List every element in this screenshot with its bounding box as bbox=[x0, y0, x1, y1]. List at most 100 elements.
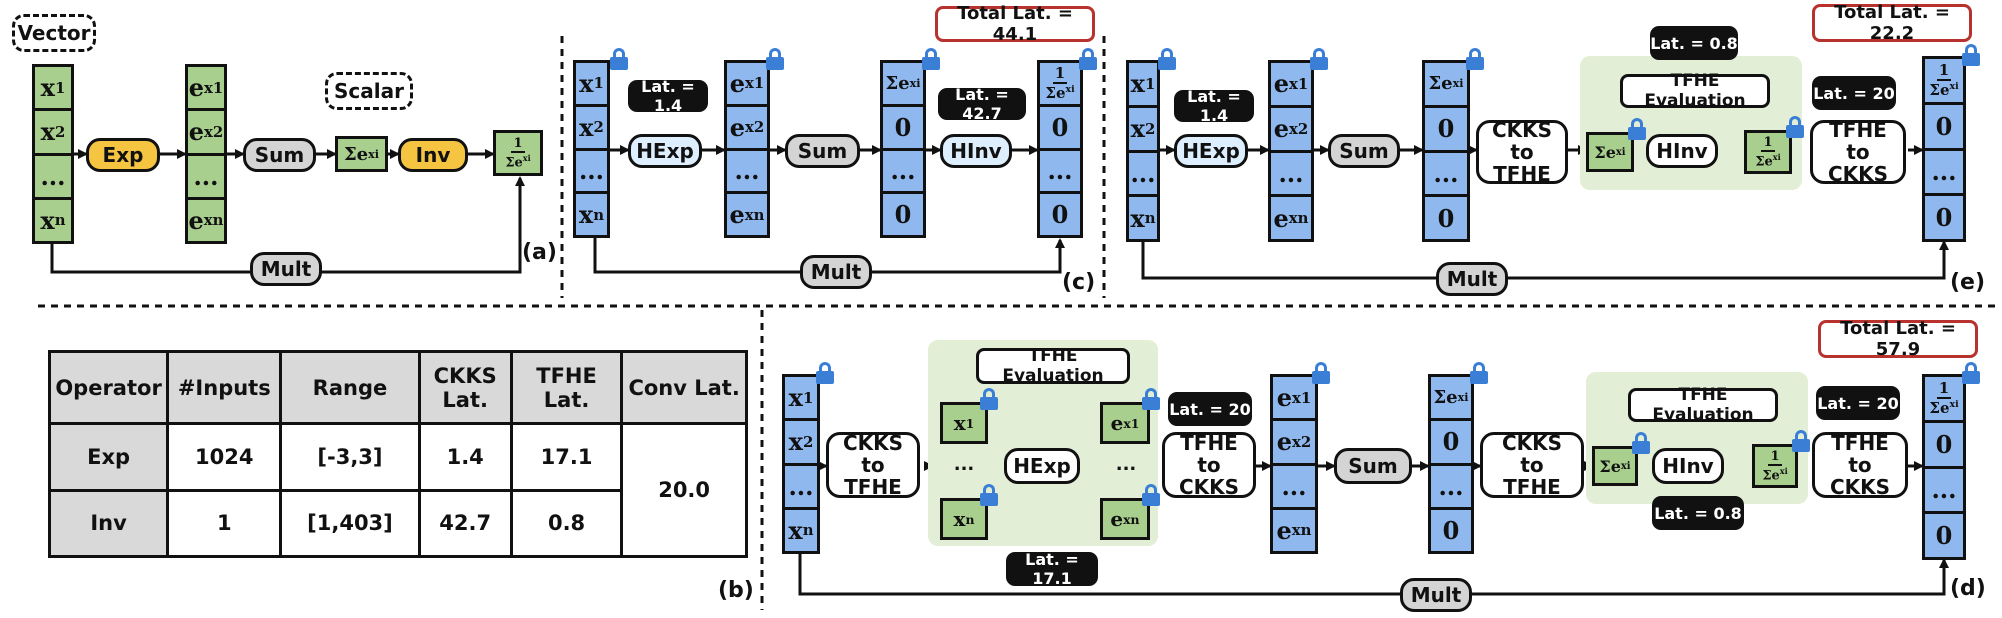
table-cell: Inv bbox=[47, 488, 170, 558]
tfhe-to-ckks-node: TFHE to CKKS bbox=[1812, 432, 1908, 498]
table-row: Inv 1 [1,403] 42.7 0.8 bbox=[47, 488, 747, 558]
table-cell: 0.8 bbox=[509, 488, 624, 558]
vector-cell: 0 bbox=[1442, 515, 1460, 545]
mult-node: Mult bbox=[800, 255, 872, 289]
ckks-to-tfhe-node: CKKS to TFHE bbox=[1476, 119, 1568, 185]
vector-cell: 0 bbox=[1425, 108, 1467, 153]
table-header: CKKS Lat. bbox=[417, 350, 513, 425]
vector-cell: 0 bbox=[1925, 105, 1963, 151]
lock-icon bbox=[1158, 48, 1176, 70]
table-cell: 1 bbox=[166, 488, 283, 558]
vector-cell: ... bbox=[883, 151, 923, 195]
hinv-node: HInv bbox=[940, 134, 1012, 168]
vector-cell: ... bbox=[1425, 153, 1467, 198]
vector-cell: 0 bbox=[1935, 521, 1953, 551]
latency-hinv-e: Lat. = 0.8 bbox=[1650, 26, 1738, 60]
separator-lines bbox=[38, 36, 2000, 610]
table-row: Exp 1024 [-3,3] 1.4 17.1 20.0 bbox=[47, 422, 748, 558]
lock-icon bbox=[610, 48, 628, 70]
total-latency-c: Total Lat. = 44.1 bbox=[935, 3, 1095, 45]
hexp-node: HExp bbox=[1174, 134, 1248, 168]
hinv-node: HInv bbox=[1652, 448, 1724, 484]
mult-node: Mult bbox=[1436, 262, 1508, 296]
vector-cell: ... bbox=[188, 156, 224, 200]
scalar-legend: Scalar bbox=[325, 72, 413, 110]
vector-cell: ... bbox=[35, 156, 71, 200]
lock-icon bbox=[1962, 44, 1980, 66]
panel-label-b: (b) bbox=[718, 578, 754, 603]
vector-cell: ... bbox=[1129, 153, 1157, 198]
arrows-c bbox=[593, 145, 1065, 274]
hexp-node: HExp bbox=[1004, 448, 1080, 484]
tfhe-to-ckks-node: TFHE to CKKS bbox=[1810, 119, 1906, 185]
latency-table: Operator #Inputs Range CKKS Lat. TFHE La… bbox=[47, 350, 748, 558]
panel-label-e: (e) bbox=[1950, 270, 1986, 295]
lock-icon bbox=[922, 48, 940, 70]
panel-label-a: (a) bbox=[522, 240, 557, 265]
lock-icon bbox=[766, 48, 784, 70]
vector-legend: Vector bbox=[12, 14, 96, 52]
vector-cell: 0 bbox=[1051, 200, 1069, 230]
tfhe-evaluation-title: TFHE Evaluation bbox=[1628, 385, 1778, 425]
table-cell: [-3,3] bbox=[279, 422, 421, 492]
vector-cell: ... bbox=[1273, 466, 1315, 510]
hexp-node: HExp bbox=[628, 134, 702, 168]
latency-conv2-d: Lat. = 20 bbox=[1816, 386, 1900, 420]
ckks-to-tfhe-node: CKKS to TFHE bbox=[1480, 432, 1584, 498]
ellipsis-out: ... bbox=[1115, 453, 1137, 475]
sum-node: Sum bbox=[1328, 134, 1400, 168]
table-cell: 1.4 bbox=[417, 422, 513, 492]
table-header-row: Operator #Inputs Range CKKS Lat. TFHE La… bbox=[47, 350, 748, 425]
hinv-node: HInv bbox=[1646, 134, 1718, 168]
lock-icon bbox=[1142, 388, 1160, 410]
mult-node: Mult bbox=[250, 252, 322, 286]
lock-icon bbox=[816, 362, 834, 384]
latency-hinv-d: Lat. = 0.8 bbox=[1652, 496, 1744, 530]
table-cell: 17.1 bbox=[509, 422, 624, 492]
lock-icon bbox=[980, 388, 998, 410]
table-header: #Inputs bbox=[166, 350, 283, 425]
lock-icon bbox=[980, 484, 998, 506]
lock-icon bbox=[1792, 430, 1810, 452]
sum-node: Sum bbox=[1334, 448, 1412, 484]
lock-icon bbox=[1079, 48, 1097, 70]
table-header: TFHE Lat. bbox=[509, 350, 624, 425]
vector-cell: ... bbox=[1925, 469, 1963, 515]
lock-icon bbox=[1312, 362, 1330, 384]
vector-cell: ... bbox=[1271, 153, 1311, 198]
table-cell: [1,403] bbox=[279, 488, 421, 558]
lock-icon bbox=[1310, 48, 1328, 70]
